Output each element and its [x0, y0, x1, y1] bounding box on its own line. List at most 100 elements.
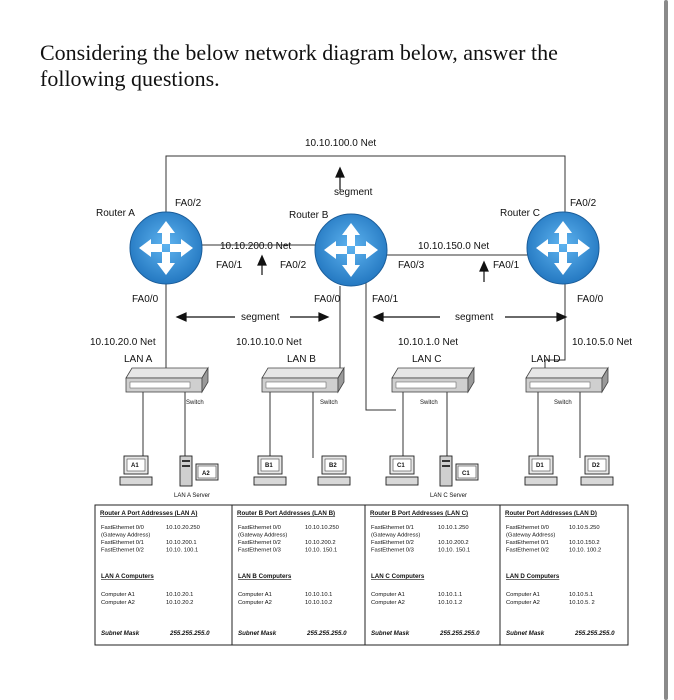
port-name: FastEthernet 0/0 — [238, 525, 281, 531]
router-c-icon — [526, 211, 600, 285]
computer-b2-label: B2 — [329, 463, 337, 469]
link-b-lanc — [365, 282, 396, 411]
link-c-lan — [544, 280, 566, 372]
port-address: 10.10.10.250 — [305, 525, 339, 531]
port-name: (Gateway Address) — [371, 533, 420, 539]
link-a-c-top — [165, 155, 566, 222]
switch-b-label: Switch — [320, 400, 338, 406]
computer-address: 10.10.1.1 — [438, 592, 462, 598]
port-address: 10.10.200.2 — [305, 540, 336, 546]
network-labels: 10.10.100.0 Net segment Router A Router … — [90, 138, 632, 365]
port-name: FastEthernet 0/0 — [101, 525, 144, 531]
port-name: FastEthernet 0/0 — [506, 525, 549, 531]
port-address: 10.10. 100.1 — [166, 548, 198, 554]
server-c-caption: LAN C Server — [430, 493, 467, 499]
computer-c1-label: C1 — [397, 463, 405, 469]
computer-name: Computer A2 — [238, 600, 272, 606]
table-title: Router A Port Addresses (LAN A) — [100, 510, 197, 517]
label-net-100: 10.10.100.0 Net — [305, 138, 376, 149]
switch-d-icon: Switch — [525, 366, 609, 406]
label-segment-left: segment — [241, 312, 280, 323]
port-name: FastEthernet 0/2 — [371, 540, 414, 546]
port-name: FastEthernet 0/3 — [238, 548, 281, 554]
computer-name: Computer A1 — [238, 592, 272, 598]
label-router-a: Router A — [96, 208, 135, 219]
router-a-icon — [129, 211, 203, 285]
computer-a1-label: A1 — [131, 463, 139, 469]
server-c-icon: C1 — [439, 455, 479, 487]
subnet-mask-label: Subnet Mask — [101, 630, 140, 637]
label-a-fa01: FA0/1 — [216, 260, 243, 271]
port-name: (Gateway Address) — [506, 533, 555, 539]
label-router-b: Router B — [289, 210, 329, 221]
server-c-screen-label: C1 — [462, 471, 470, 477]
port-address: 10.10. 150.1 — [305, 548, 337, 554]
table-title: Router B Port Addresses (LAN B) — [237, 510, 335, 517]
router-b-icon — [314, 213, 388, 287]
subnet-mask-value: 255.255.255.0 — [306, 630, 347, 637]
port-address: 10.10.200.2 — [438, 540, 469, 546]
computer-address: 10.10.5. 2 — [569, 600, 595, 606]
computers-title: LAN B Computers — [238, 573, 292, 580]
computer-a1-icon: A1 — [119, 455, 153, 486]
port-address: 10.10.5.250 — [569, 525, 600, 531]
computer-address: 10.10.5.1 — [569, 592, 593, 598]
label-lan-a: LAN A — [124, 354, 153, 365]
label-net-200: 10.10.200.0 Net — [220, 241, 291, 252]
computer-address: 10.10.1.2 — [438, 600, 462, 606]
subnet-mask-value: 255.255.255.0 — [574, 630, 615, 637]
label-lan-c: LAN C — [412, 354, 441, 365]
address-tables: Router A Port Addresses (LAN A) FastEther… — [94, 504, 629, 646]
computer-name: Computer A2 — [506, 600, 540, 606]
switch-d-label: Switch — [554, 400, 572, 406]
label-segment-right: segment — [455, 312, 494, 323]
question-text: Considering the below network diagram be… — [40, 40, 558, 91]
label-net-1: 10.10.1.0 Net — [398, 337, 458, 348]
label-b-fa03: FA0/3 — [398, 260, 425, 271]
switch-a-label: Switch — [186, 400, 204, 406]
label-c-fa01: FA0/1 — [493, 260, 520, 271]
computer-c1-icon: C1 — [385, 455, 419, 486]
port-name: FastEthernet 0/1 — [371, 525, 414, 531]
scrollbar[interactable] — [664, 0, 668, 700]
port-address: 10.10.20.250 — [166, 525, 200, 531]
port-name: FastEthernet 0/2 — [506, 548, 549, 554]
arrows — [175, 166, 568, 322]
label-a-fa02: FA0/2 — [175, 198, 202, 209]
port-name: FastEthernet 0/2 — [101, 548, 144, 554]
label-b-fa01: FA0/1 — [372, 294, 399, 305]
computer-name: Computer A1 — [101, 592, 135, 598]
label-b-fa02: FA0/2 — [280, 260, 307, 271]
computer-d1-label: D1 — [536, 463, 544, 469]
computers-title: LAN A Computers — [101, 573, 154, 580]
table-title: Router Port Addresses (LAN D) — [505, 510, 597, 517]
label-net-10: 10.10.10.0 Net — [236, 337, 302, 348]
computer-name: Computer A2 — [101, 600, 135, 606]
switch-a-icon: Switch — [125, 366, 209, 406]
computer-b1-label: B1 — [265, 463, 273, 469]
port-name: FastEthernet 0/1 — [101, 540, 144, 546]
label-c-fa00: FA0/0 — [577, 294, 604, 305]
subnet-mask-value: 255.255.255.0 — [439, 630, 480, 637]
label-lan-b: LAN B — [287, 354, 316, 365]
computer-b1-icon: B1 — [253, 455, 287, 486]
port-name: FastEthernet 0/1 — [506, 540, 549, 546]
port-address: 10.10.150.2 — [569, 540, 600, 546]
label-router-c: Router C — [500, 208, 540, 219]
server-a-screen-label: A2 — [202, 471, 210, 477]
switch-c-icon: Switch — [391, 366, 475, 406]
subnet-mask-label: Subnet Mask — [238, 630, 277, 637]
computer-name: Computer A2 — [371, 600, 405, 606]
computer-address: 10.10.10.1 — [305, 592, 332, 598]
computers-title: LAN C Computers — [371, 573, 425, 580]
computer-d1-icon: D1 — [524, 455, 558, 486]
label-segment-top: segment — [334, 187, 373, 198]
label-a-fa00: FA0/0 — [132, 294, 159, 305]
label-net-150: 10.10.150.0 Net — [418, 241, 489, 252]
subnet-mask-value: 255.255.255.0 — [169, 630, 210, 637]
server-a-caption: LAN A Server — [174, 493, 210, 499]
port-name: (Gateway Address) — [101, 533, 150, 539]
label-b-fa00: FA0/0 — [314, 294, 341, 305]
computer-name: Computer A1 — [506, 592, 540, 598]
